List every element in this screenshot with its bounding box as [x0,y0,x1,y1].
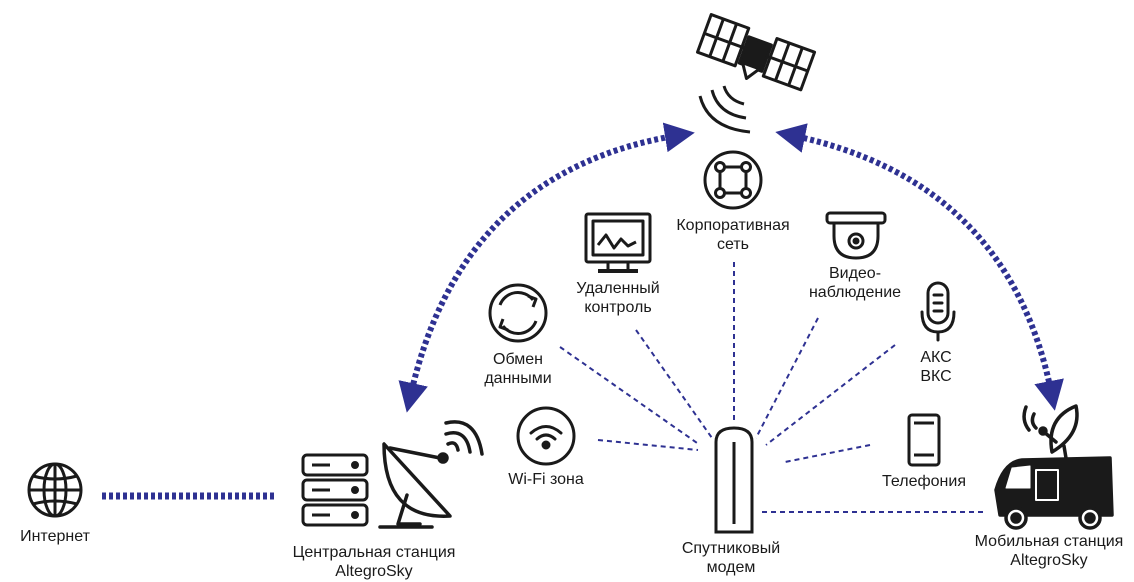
mobile-station-label: Мобильная станция AltegroSky [975,532,1124,570]
satellite-modem-label: Спутниковый модем [682,539,780,577]
video-surveillance-label-line-1: Видео- [828,265,882,282]
wifi-label: Wi-Fi зона [508,470,584,489]
internet-label-line: Интернет [20,528,90,545]
wifi-label-line: Wi-Fi зона [508,471,584,488]
cctv-camera-icon [825,211,887,260]
video-surveillance-label-line-2: наблюдение [808,284,902,301]
central-station-label-line-1: Центральная станция [292,544,456,561]
corporate-network-label: Корпоративная сеть [676,216,789,254]
mobile-station-label-line-2: AltegroSky [1010,552,1088,569]
satellite-icon [696,13,817,134]
exchange-label-line-2: данными [484,370,552,387]
exchange-label: Обмен данными [484,350,551,388]
mobile-station-label-line-1: Мобильная станция [974,533,1124,550]
modem-to-wifi-link [597,439,699,451]
modem-to-voice-link [765,344,896,446]
links [102,122,1064,513]
corporate-network-label-line-1: Корпоративная [676,217,790,234]
satellite-modem-label-line-2: модем [706,559,756,576]
telephony-label: Телефония [882,472,966,491]
monitor-icon [584,212,652,273]
satellite-modem-label-line-1: Спутниковый [681,540,781,557]
microphone-icon [920,281,956,342]
voice-video-label-line-1: АКС [920,349,952,366]
van-dish-icon [994,404,1114,530]
corporate-network-label-line-2: сеть [716,236,750,253]
voice-video-label-line-2: ВКС [920,368,952,385]
server-rack-icon [301,453,369,527]
modem-icon [714,426,754,534]
voice-video-label: АКС ВКС [920,348,951,386]
modem-to-exchange-link [559,346,701,446]
network-icon [703,150,763,210]
central-station-label: Центральная станция AltegroSky [293,543,456,581]
remote-control-label-line-1: Удаленный [576,280,660,297]
video-surveillance-label: Видео- наблюдение [809,264,901,302]
internet-label: Интернет [20,527,90,546]
exchange-label-line-1: Обмен [493,351,543,368]
modem-to-phone-link [784,444,871,463]
remote-control-label: Удаленный контроль [576,279,660,317]
modem-to-video-link [755,317,819,439]
sync-icon [488,283,548,343]
mobile-to-satellite-link [775,123,1064,411]
wifi-icon [516,406,576,466]
modem-to-remote-link [635,329,713,439]
smartphone-icon [907,413,941,467]
central-to-satellite-link [398,122,695,413]
globe-icon [27,462,83,518]
central-station-label-line-2: AltegroSky [335,563,413,580]
telephony-label-line: Телефония [882,473,966,490]
satellite-dish-icon [378,420,484,529]
remote-control-label-line-2: контроль [584,299,652,316]
